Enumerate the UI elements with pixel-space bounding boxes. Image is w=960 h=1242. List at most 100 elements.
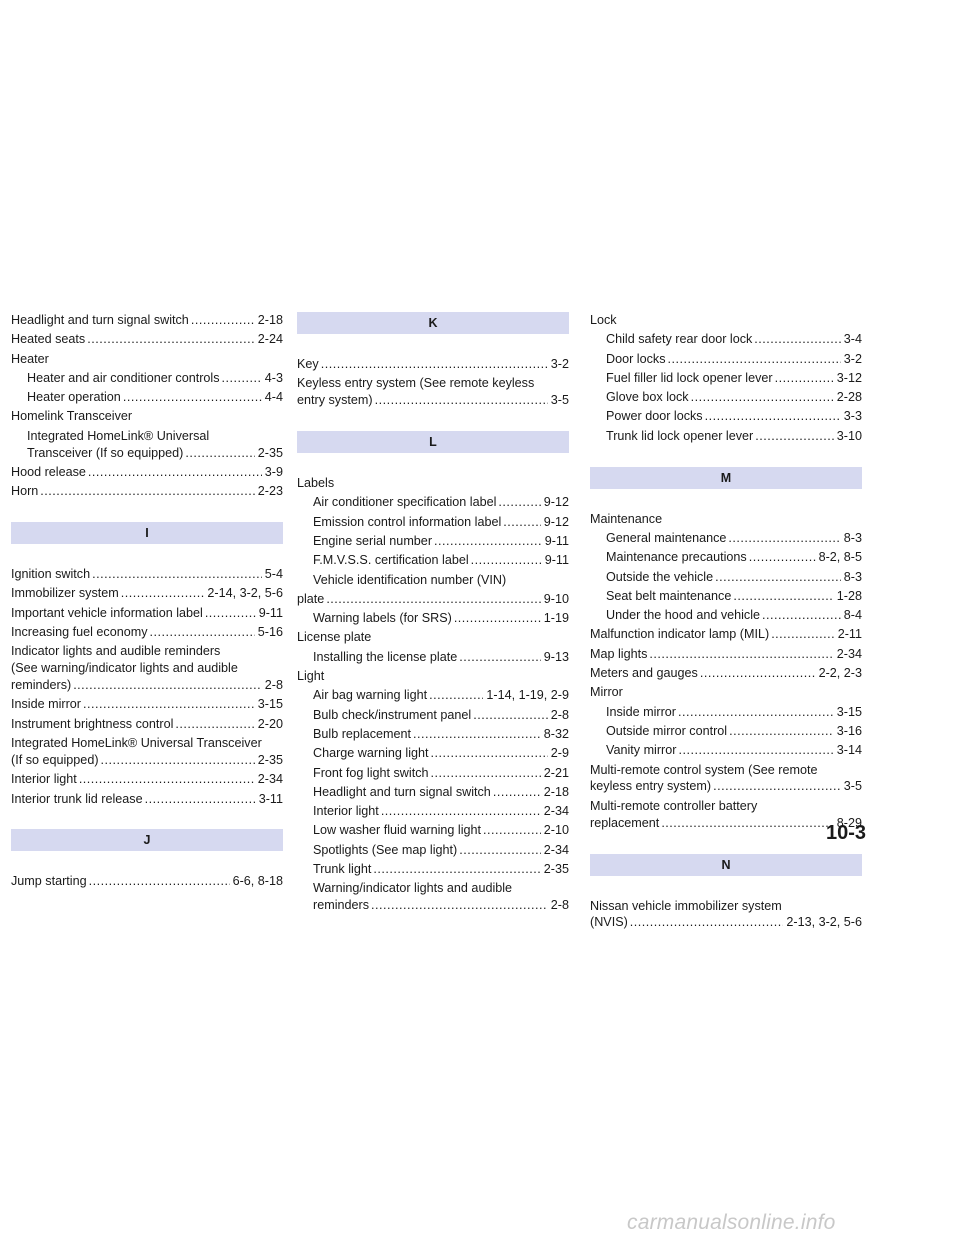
index-line: Interior light2-34 bbox=[11, 771, 283, 788]
index-line: Trunk light2-35 bbox=[313, 861, 569, 878]
dot-leader bbox=[473, 707, 548, 724]
entry-text: Key bbox=[297, 357, 319, 371]
index-line: reminders2-8 bbox=[313, 897, 569, 914]
page-reference: 1-19 bbox=[543, 611, 569, 626]
dot-leader bbox=[150, 624, 255, 641]
index-entry: Light bbox=[297, 668, 569, 685]
dot-leader bbox=[762, 607, 841, 624]
page-reference: 2-23 bbox=[257, 484, 283, 499]
page-number: 10-3 bbox=[826, 822, 867, 844]
index-line: Labels bbox=[297, 475, 569, 492]
index-line: Air bag warning light1-14, 1-19, 2-9 bbox=[313, 687, 569, 704]
entry-text: Keyless entry system (See remote keyless bbox=[297, 376, 535, 391]
page-reference: 2-18 bbox=[543, 784, 569, 799]
index-line: Interior light2-34 bbox=[313, 803, 569, 820]
dot-leader bbox=[89, 873, 230, 890]
page-reference: 3-12 bbox=[836, 370, 862, 385]
entry-text: Emission control information label bbox=[313, 514, 502, 529]
index-subentry: Bulb check/instrument panel2-8 bbox=[297, 707, 569, 724]
index-line: Key 3-2 bbox=[297, 356, 569, 373]
index-subentry: Seat belt maintenance1-28 bbox=[590, 588, 862, 605]
dot-leader bbox=[321, 356, 548, 373]
page-reference: 2-18 bbox=[257, 313, 283, 327]
entry-text: plate bbox=[297, 591, 325, 606]
entry-text: Hood release bbox=[11, 464, 86, 479]
page-reference: 9-12 bbox=[543, 495, 569, 510]
dot-leader bbox=[700, 665, 816, 682]
entry-text: Outside mirror control bbox=[606, 723, 728, 738]
dot-leader bbox=[713, 778, 841, 795]
entry-text: Malfunction indicator lamp (MIL) bbox=[590, 627, 770, 642]
entry-text: Integrated HomeLink® Universal Transceiv… bbox=[11, 736, 262, 751]
index-line: Headlight and turn signal switch 2-18 bbox=[313, 784, 569, 801]
index-line: F.M.V.S.S. certification label9-11 bbox=[313, 552, 569, 569]
page-reference: 3-2 bbox=[550, 357, 569, 371]
entry-text: Seat belt maintenance bbox=[606, 588, 732, 603]
entry-text: Instrument brightness control bbox=[11, 716, 174, 731]
entry-text: Low washer fluid warning light bbox=[313, 823, 482, 838]
section-header-m: M bbox=[590, 466, 862, 489]
page-reference: 3-14 bbox=[836, 743, 862, 758]
page-reference: 3-3 bbox=[843, 409, 862, 424]
index-subentry: Vanity mirror3-14 bbox=[590, 742, 862, 759]
dot-leader bbox=[771, 626, 835, 643]
entry-text: Spotlights (See map light) bbox=[313, 842, 458, 857]
dot-leader bbox=[775, 370, 834, 387]
page-reference: 3-16 bbox=[836, 723, 862, 738]
entry-text: Homelink Transceiver bbox=[11, 409, 133, 424]
dot-leader bbox=[483, 822, 541, 839]
page-reference: 9-10 bbox=[543, 591, 569, 606]
entry-text: Jump starting bbox=[11, 874, 87, 889]
dot-leader bbox=[185, 445, 254, 462]
entry-text: Air bag warning light bbox=[313, 688, 428, 703]
dot-leader bbox=[40, 483, 254, 500]
entry-text: Integrated HomeLink® Universal bbox=[27, 428, 210, 443]
index-subentry: Fuel filler lid lock opener lever3-12 bbox=[590, 370, 862, 387]
index-subentry: Engine serial number9-11 bbox=[297, 533, 569, 550]
page-reference: 9-11 bbox=[544, 534, 569, 548]
dot-leader bbox=[83, 696, 255, 713]
entry-text: Headlight and turn signal switch bbox=[313, 784, 491, 799]
section-header-i: I bbox=[11, 522, 283, 545]
index-entry: Interior trunk lid release3-11 bbox=[11, 791, 283, 808]
entry-text: Ignition switch bbox=[11, 567, 91, 582]
index-line: (See warning/indicator lights and audibl… bbox=[11, 660, 283, 677]
dot-leader bbox=[222, 370, 262, 387]
index-entry: Maintenance bbox=[590, 511, 862, 528]
entry-text: License plate bbox=[297, 630, 372, 645]
page-reference: 2-14, 3-2, 5-6 bbox=[207, 586, 283, 601]
index-line: Glove box lock2-28 bbox=[606, 389, 862, 406]
index-entry: Nissan vehicle immobilizer system(NVIS)2… bbox=[590, 898, 862, 932]
dot-leader bbox=[691, 389, 834, 406]
entry-text: Immobilizer system bbox=[11, 586, 119, 601]
index-entry: Increasing fuel economy5-16 bbox=[11, 624, 283, 641]
dot-leader bbox=[73, 677, 262, 694]
page-reference: 2-13, 3-2, 5-6 bbox=[786, 915, 862, 930]
index-line: Multi-remote controller battery bbox=[590, 798, 862, 815]
section-header-k: K bbox=[297, 312, 569, 334]
dot-leader bbox=[205, 605, 256, 622]
index-line: Inside mirror3-15 bbox=[606, 704, 862, 721]
watermark: carmanualsonline.info bbox=[627, 1211, 836, 1234]
page-reference: 3-5 bbox=[550, 393, 569, 408]
index-line: Air conditioner specification label9-12 bbox=[313, 494, 569, 511]
entry-text: Trunk light bbox=[313, 862, 372, 877]
entry-text: Inside mirror bbox=[606, 704, 676, 719]
index-entry: Labels bbox=[297, 475, 569, 492]
dot-leader bbox=[381, 803, 541, 820]
entry-text: Heated seats bbox=[11, 332, 86, 347]
index-subentry: Maintenance precautions8-2, 8-5 bbox=[590, 549, 862, 566]
index-line: replacement8-29 bbox=[590, 815, 862, 832]
index-subentry: Air conditioner specification label9-12 bbox=[297, 494, 569, 511]
page-reference: 2-35 bbox=[257, 752, 283, 767]
page-reference: 3-5 bbox=[843, 779, 862, 794]
index-line: Interior trunk lid release3-11 bbox=[11, 791, 283, 808]
dot-leader bbox=[191, 312, 255, 329]
index-entry: Horn2-23 bbox=[11, 483, 283, 500]
index-line: Power door locks3-3 bbox=[606, 408, 862, 425]
page-reference: 8-3 bbox=[843, 530, 862, 545]
index-subentry: Heater and air conditioner controls4-3 bbox=[11, 370, 283, 387]
index-entry: Headlight and turn signal switch2-18 bbox=[11, 312, 283, 329]
